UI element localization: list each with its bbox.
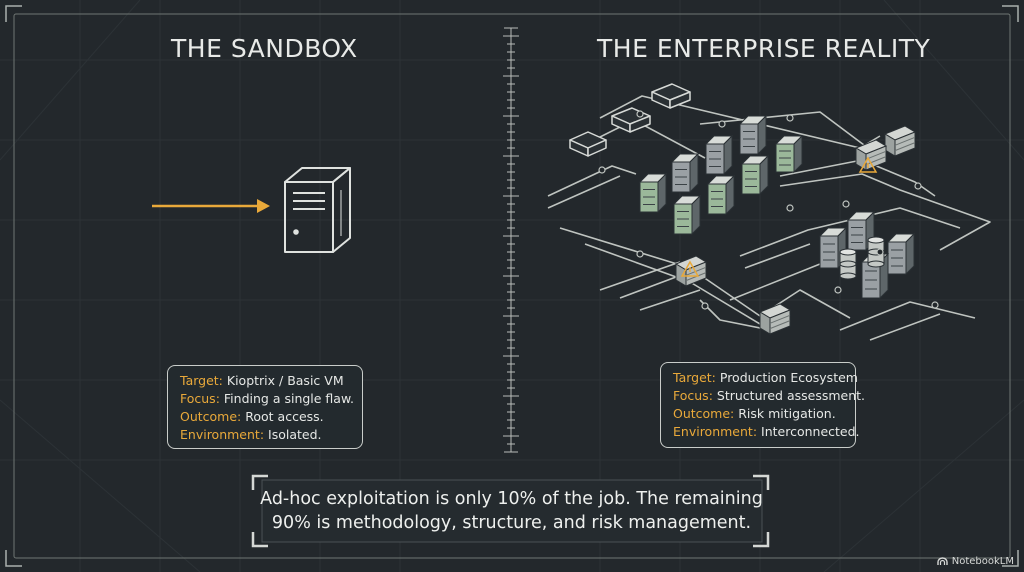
enterprise-outcome-row: Outcome: Risk mitigation. <box>673 405 843 423</box>
detail-value: Risk mitigation. <box>738 406 836 421</box>
detail-label: Focus: <box>673 388 713 403</box>
sandbox-environment-row: Environment: Isolated. <box>180 426 350 444</box>
sandbox-details-box: Target: Kioptrix / Basic VM Focus: Findi… <box>167 365 363 449</box>
firewall-icon <box>883 125 917 157</box>
server-rack-icon <box>740 154 770 196</box>
sandbox-title: THE SANDBOX <box>171 34 358 63</box>
detail-value: Finding a single flaw. <box>223 391 355 406</box>
detail-label: Target: <box>180 373 223 388</box>
outer-frame <box>5 5 1019 567</box>
detail-value: Structured assessment. <box>716 388 866 403</box>
database-cluster <box>818 210 916 300</box>
detail-value: Kioptrix / Basic VM <box>226 373 344 388</box>
server-rack-icon <box>886 232 916 276</box>
server-rack-icon <box>704 134 734 176</box>
database-icon <box>839 248 857 280</box>
enterprise-focus-row: Focus: Structured assessment. <box>673 387 865 405</box>
network-diagram-icon <box>547 83 991 341</box>
server-rack-icon <box>846 210 876 252</box>
brand-label: NotebookLM <box>951 556 1014 567</box>
server-tower-icon <box>284 167 351 253</box>
server-rack-icon <box>738 114 768 156</box>
detail-label: Target: <box>673 370 716 385</box>
sandbox-focus-row: Focus: Finding a single flaw. <box>180 390 354 408</box>
server-rack-icon <box>706 174 736 216</box>
detail-label: Environment: <box>180 427 265 442</box>
sandbox-target-row: Target: Kioptrix / Basic VM <box>180 372 350 390</box>
server-rack-icon <box>672 194 702 236</box>
server-rack-icon <box>670 152 700 194</box>
callout-line-2: 90% is methodology, structure, and risk … <box>271 513 752 533</box>
detail-value: Production Ecosystem <box>719 370 858 385</box>
notebooklm-logo-icon <box>937 557 948 565</box>
callout-line-1: Ad-hoc exploitation is only 10% of the j… <box>260 489 763 509</box>
router-icon <box>569 83 691 157</box>
center-divider-ruler <box>503 27 519 453</box>
firewall-icon <box>854 139 888 171</box>
detail-label: Focus: <box>180 391 220 406</box>
callout-text: Ad-hoc exploitation is only 10% of the j… <box>257 478 766 544</box>
brand-watermark: NotebookLM <box>937 556 1014 567</box>
server-rack-icon <box>638 172 668 214</box>
detail-label: Outcome: <box>673 406 735 421</box>
network-connection-lines <box>547 95 991 341</box>
detail-value: Root access. <box>245 409 324 424</box>
enterprise-details-box: Target: Production Ecosystem Focus: Stru… <box>660 362 865 448</box>
enterprise-environment-row: Environment: Interconnected. <box>673 423 860 441</box>
detail-label: Outcome: <box>180 409 242 424</box>
enterprise-title: THE ENTERPRISE REALITY <box>597 34 931 63</box>
detail-value: Interconnected. <box>761 424 860 439</box>
firewall-icon <box>758 303 792 335</box>
detail-label: Environment: <box>673 424 758 439</box>
warning-icon <box>680 156 878 277</box>
callout-frame <box>251 474 770 548</box>
arrow-right-icon <box>152 199 270 213</box>
server-rack-cluster <box>638 114 804 236</box>
server-rack-icon <box>774 134 804 174</box>
detail-value: Isolated. <box>268 427 322 442</box>
enterprise-target-row: Target: Production Ecosystem <box>673 369 858 387</box>
sandbox-outcome-row: Outcome: Root access. <box>180 408 350 426</box>
database-icon <box>867 236 885 268</box>
network-nodes <box>598 110 939 310</box>
